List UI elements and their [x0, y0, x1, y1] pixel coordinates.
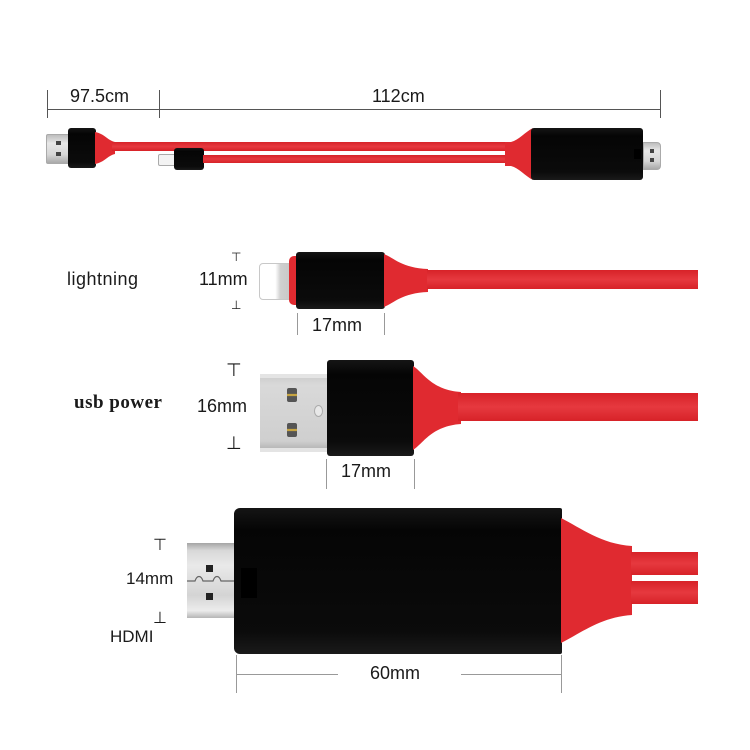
lightning-bottom-tick: ⊥ [231, 298, 242, 312]
usb-housing [327, 360, 414, 456]
usb-contact-top [287, 388, 297, 402]
hdmi-width-line-left [237, 674, 338, 675]
dim-97-5cm-label: 97.5cm [70, 86, 130, 106]
hdmi-width-tick-left [236, 655, 237, 693]
overview-hdmi-strain-relief [505, 128, 533, 180]
hdmi-cable-strand-1 [631, 552, 698, 575]
hdmi-width-label: 60mm [370, 663, 421, 683]
hdmi-pin-bottom [206, 593, 213, 600]
hdmi-housing-notch [241, 568, 257, 598]
usb-contact-bottom [287, 423, 297, 437]
usb-bottom-tick: ⊥ [226, 433, 242, 453]
hdmi-strain-relief [561, 518, 632, 643]
hdmi-plug [187, 543, 237, 618]
dim-tick-right [660, 90, 661, 118]
usb-plug [260, 374, 328, 452]
lightning-width-label: 17mm [312, 315, 363, 335]
usb-width-tick-right [414, 459, 415, 489]
hdmi-label: HDMI [110, 627, 154, 646]
overview-cable-strand-2 [203, 155, 520, 163]
hdmi-pin-top [206, 565, 213, 572]
usb-width-label: 17mm [341, 461, 392, 481]
lightning-label: lightning [67, 269, 139, 289]
hdmi-width-line-right [461, 674, 561, 675]
overview-lightning-housing [174, 148, 204, 170]
overview-hdmi-housing [531, 128, 643, 180]
lightning-strain-relief [384, 254, 428, 307]
usb-label: usb power [74, 392, 163, 413]
dim-tick-left [47, 90, 48, 118]
overview-usb-strain-relief [95, 132, 115, 164]
overview-usb-plug [46, 134, 72, 164]
usb-top-tick: ⊤ [226, 360, 242, 380]
dim-112cm-label: 112cm [372, 86, 425, 106]
overview-hdmi-plug [643, 142, 661, 170]
overview-usb-housing [68, 128, 96, 168]
overview-cable-strand-1 [112, 142, 520, 151]
hdmi-cable-strand-2 [631, 581, 698, 604]
lightning-cable [427, 270, 698, 289]
usb-cable [458, 393, 698, 421]
lightning-housing [296, 252, 385, 309]
usb-strain-relief [413, 366, 461, 450]
dim-line [47, 109, 660, 110]
hdmi-height-label: 14mm [126, 569, 174, 588]
hdmi-housing [234, 508, 562, 654]
lightning-width-tick-left [297, 313, 298, 335]
dim-tick-mid [159, 90, 160, 118]
usb-height-label: 16mm [197, 396, 248, 416]
lightning-height-label: 11mm [199, 269, 248, 289]
hdmi-top-tick: ⊤ [153, 537, 167, 554]
hdmi-width-tick-right [561, 655, 562, 693]
hdmi-bottom-tick: ⊥ [153, 610, 167, 627]
lightning-width-tick-right [384, 313, 385, 335]
usb-width-tick-left [326, 459, 327, 489]
lightning-top-tick: ⊤ [231, 250, 242, 264]
